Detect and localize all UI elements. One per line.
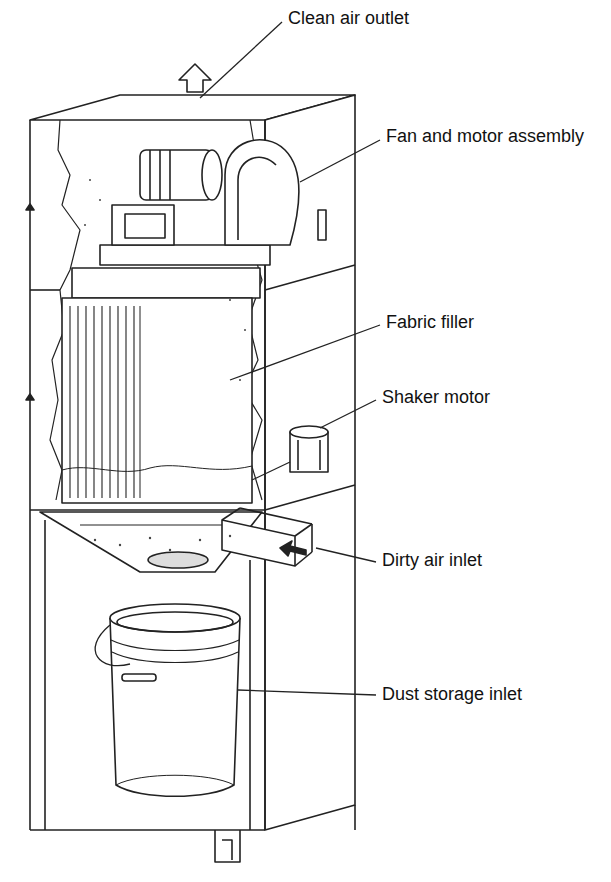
part-label: Fabric filler bbox=[384, 311, 476, 333]
part-label: Clean air outlet bbox=[286, 7, 411, 29]
part-label: Shaker motor bbox=[380, 386, 492, 408]
part-label: Dust storage inlet bbox=[380, 683, 524, 705]
part-label: Dirty air inlet bbox=[380, 549, 484, 571]
part-label: Fan and motor assembly bbox=[384, 125, 586, 147]
